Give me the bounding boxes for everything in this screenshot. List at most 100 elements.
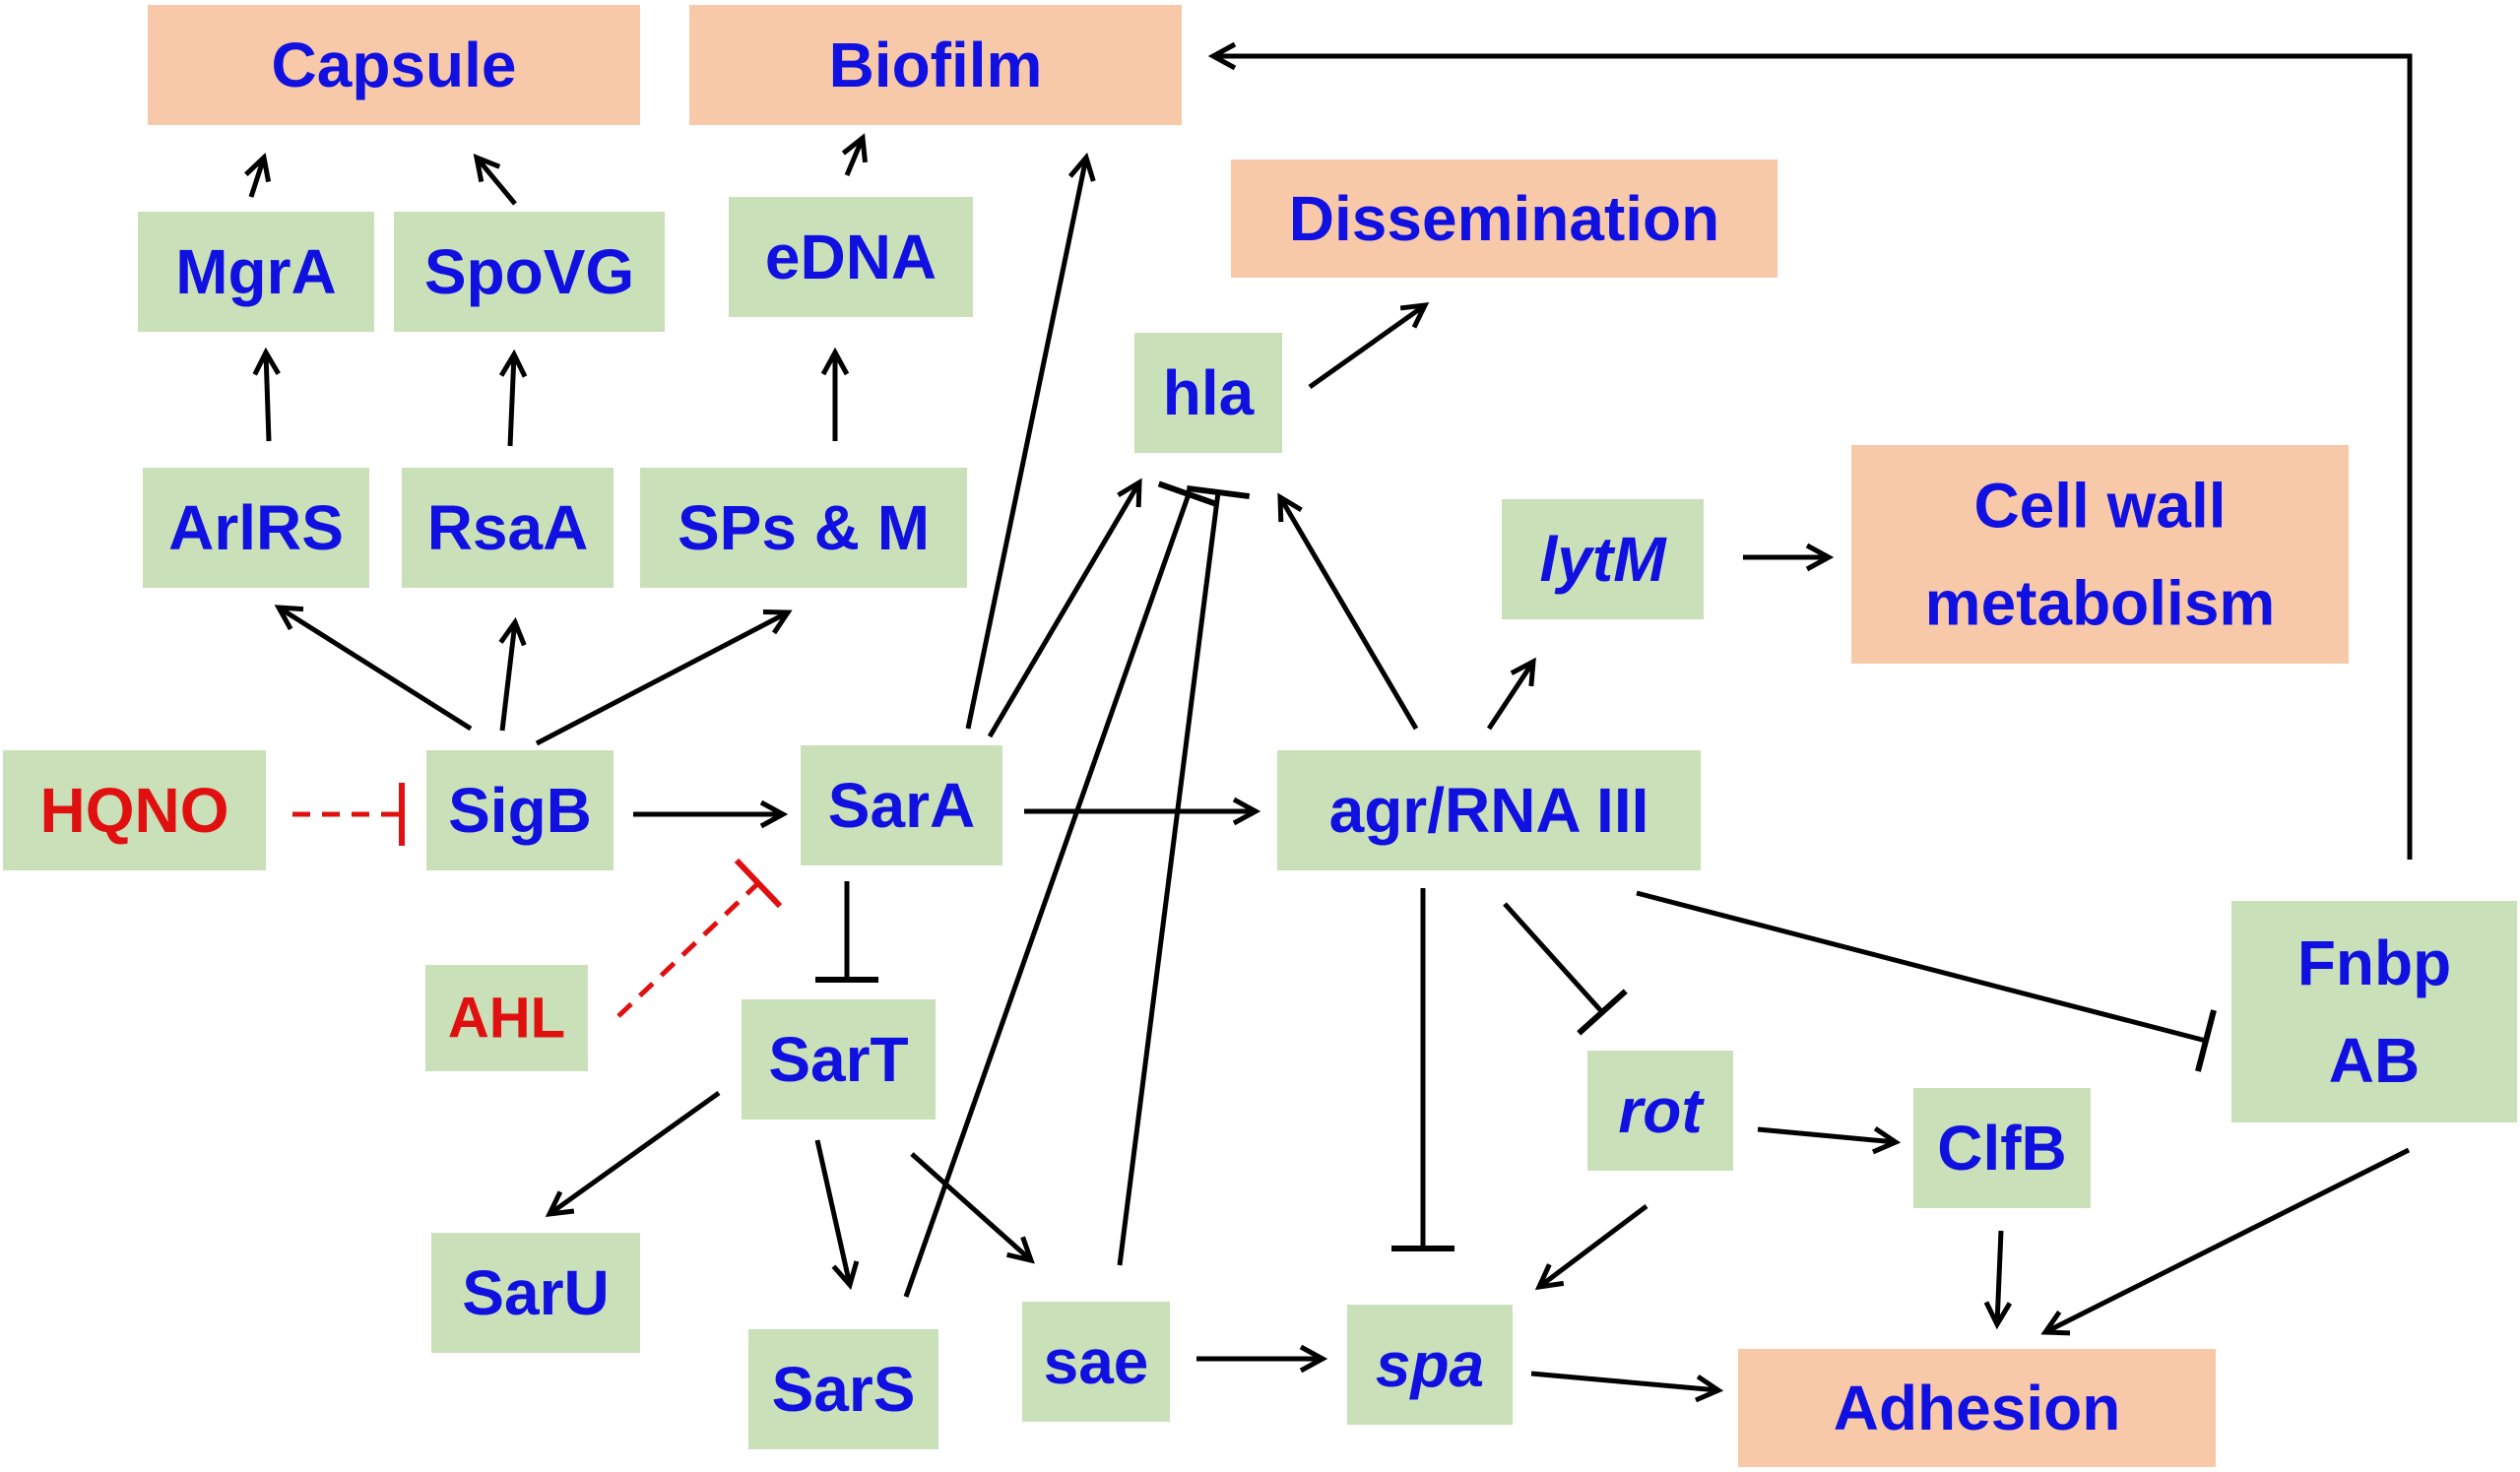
node-label-adhesion: Adhesion	[1834, 1373, 2121, 1443]
node-box	[748, 1329, 938, 1449]
node-label-agr: agr/RNA III	[1329, 775, 1649, 846]
edge-spa-activate-adhesion	[1530, 1371, 1724, 1403]
edge-line	[1994, 1230, 2004, 1325]
edge-line	[903, 493, 1192, 1298]
node-spa: spa	[1347, 1305, 1513, 1425]
node-label-capsule: Capsule	[272, 30, 517, 100]
node-label-spsm: SPs & M	[678, 492, 930, 563]
node-box	[402, 468, 614, 588]
node-label-cellwall: metabolism	[1925, 568, 2276, 639]
node-label-sart: SarT	[768, 1024, 908, 1095]
arrowhead	[759, 800, 789, 829]
arrowhead	[1207, 41, 1237, 71]
node-agr: agr/RNA III	[1277, 750, 1701, 870]
arrowhead	[498, 349, 528, 378]
arrowhead	[820, 347, 850, 376]
node-box	[138, 212, 374, 332]
arrowhead	[1534, 1263, 1565, 1291]
node-label-sars: SarS	[772, 1354, 916, 1425]
edge-sigb-activate-arlrs	[274, 605, 473, 732]
edge-ahl-inhibit-sara	[616, 858, 783, 1018]
node-label-dissemination: Dissemination	[1289, 183, 1719, 254]
edge-line	[616, 881, 760, 1018]
node-box	[1231, 160, 1777, 278]
node-label-cellwall: Cell wall	[1973, 470, 2226, 541]
node-sart: SarT	[742, 999, 936, 1120]
inhibition-bar	[2195, 1009, 2217, 1072]
node-dissemination: Dissemination	[1231, 160, 1777, 278]
edge-line	[1757, 1126, 1897, 1145]
edge-spovg-activate-capsule	[473, 153, 517, 206]
node-capsule: Capsule	[148, 5, 640, 125]
edge-spsm-activate-edna	[820, 347, 850, 441]
edge-lytm-activate-cellwall	[1743, 543, 1835, 572]
arrowhead	[473, 153, 501, 183]
edge-line	[1530, 1371, 1719, 1393]
node-sars: SarS	[748, 1329, 938, 1449]
arrowhead	[2040, 1310, 2071, 1336]
edge-line	[2043, 1147, 2411, 1335]
node-box	[143, 468, 369, 588]
node-sigb: SigB	[426, 750, 614, 870]
arrowhead	[1277, 492, 1303, 523]
node-box	[742, 999, 936, 1120]
arrowhead	[252, 347, 281, 376]
edge-sigb-activate-rsaa	[498, 616, 527, 732]
node-spsm: SPs & M	[640, 468, 967, 588]
edge-sart-activate-sars	[814, 1139, 860, 1291]
node-label-hqno: HQNO	[40, 775, 229, 846]
inhibition-bar	[1157, 480, 1220, 508]
node-label-fnbp: Fnbp	[2297, 928, 2451, 998]
edge-sae-activate-spa	[1196, 1344, 1328, 1374]
edge-line	[844, 137, 866, 176]
node-label-edna: eDNA	[765, 222, 937, 292]
node-hla: hla	[1134, 333, 1282, 453]
node-clfb: ClfB	[1913, 1088, 2091, 1208]
edge-line	[1537, 1204, 1648, 1289]
node-box	[148, 5, 640, 125]
node-box	[431, 1233, 640, 1353]
node-edna: eDNA	[729, 197, 973, 317]
node-box	[1851, 445, 2349, 664]
edge-sara-activate-hla	[987, 478, 1142, 738]
node-label-arlrs: ArlRS	[168, 492, 344, 563]
node-box	[801, 745, 1002, 865]
node-box	[640, 468, 967, 588]
edge-line	[987, 480, 1142, 738]
edge-line	[965, 157, 1089, 730]
edge-mgra-activate-capsule	[244, 153, 272, 198]
edge-line	[1277, 495, 1419, 731]
inhibition-bar	[734, 858, 783, 909]
edge-line	[1213, 53, 2413, 860]
node-sara: SarA	[801, 745, 1002, 865]
edge-line	[475, 156, 517, 206]
node-label-sigb: SigB	[448, 775, 592, 846]
node-box	[1738, 1349, 2216, 1467]
node-box	[394, 212, 665, 332]
node-label-biofilm: Biofilm	[829, 30, 1043, 100]
edge-sara-activate-biofilm	[965, 152, 1096, 730]
node-box	[689, 5, 1182, 125]
arrowhead	[1510, 657, 1536, 687]
arrowhead	[1399, 301, 1430, 329]
edge-sars-inhibit-hla	[903, 480, 1220, 1298]
node-label-rsaa: RsaA	[427, 492, 589, 563]
edge-sart-activate-sae	[910, 1152, 1035, 1264]
node-label-rot: rot	[1618, 1075, 1705, 1146]
arrowhead	[1299, 1344, 1328, 1374]
arrowhead	[1006, 1236, 1035, 1264]
arrowhead	[1117, 478, 1142, 508]
arrowhead	[545, 1190, 575, 1218]
node-spovg: SpoVG	[394, 212, 665, 332]
node-label-clfb: ClfB	[1937, 1113, 2067, 1184]
arrowhead	[1232, 797, 1261, 826]
arrowhead	[1695, 1375, 1724, 1403]
node-rot: rot	[1587, 1051, 1733, 1171]
node-box	[1022, 1302, 1170, 1422]
edge-sigb-activate-spsm	[535, 609, 793, 746]
edge-rot-activate-spa	[1534, 1204, 1648, 1291]
edge-line	[814, 1139, 853, 1286]
